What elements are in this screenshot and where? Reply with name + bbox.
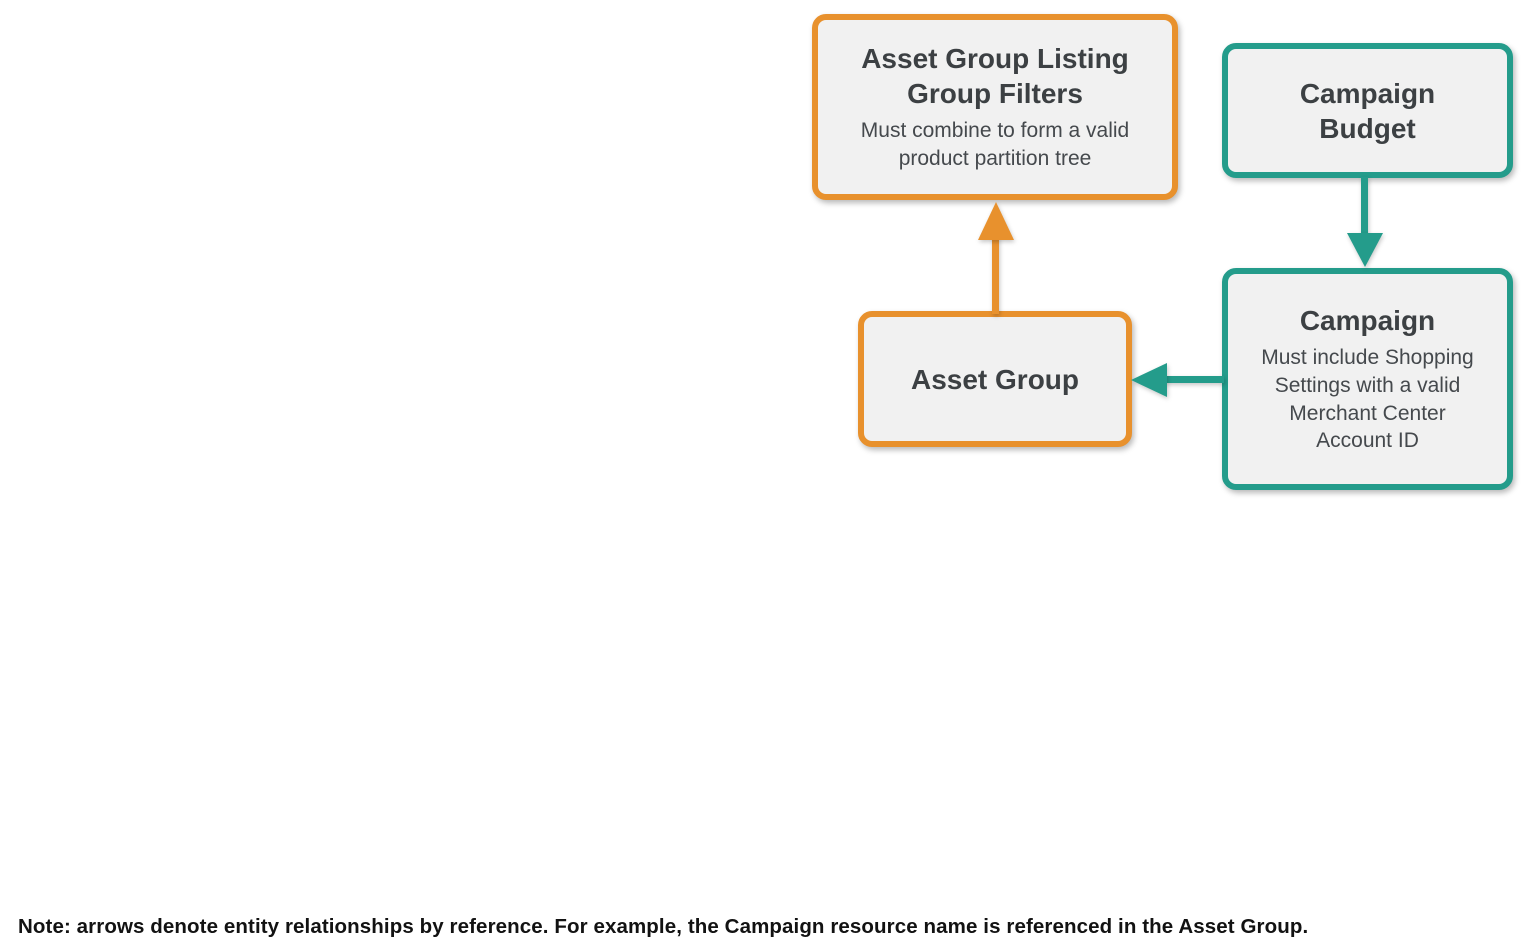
node-subtitle-asset-group-listing-group-filters: Must combine to form a valid product par…	[860, 119, 1130, 170]
node-title-asset-group: Asset Group	[910, 363, 1080, 395]
arrow-down-icon	[1347, 233, 1383, 267]
arrow-up-icon	[978, 202, 1014, 240]
node-asset-group-listing-group-filters: Asset Group Listing Group Filters Must c…	[812, 14, 1178, 200]
arrow-left-icon	[1131, 363, 1167, 397]
arrow-campaign-to-asset-group-stem	[1164, 376, 1224, 383]
node-campaign-budget: Campaign Budget	[1222, 43, 1513, 178]
node-campaign: Campaign Must include Shopping Settings …	[1222, 268, 1513, 490]
note-text: Note: arrows denote entity relationships…	[18, 915, 1309, 938]
node-title-asset-group-listing-group-filters: Asset Group Listing Group Filters	[861, 43, 1129, 110]
node-asset-group: Asset Group	[858, 311, 1132, 447]
arrow-asset-group-to-listing-filters-stem	[992, 236, 999, 314]
node-title-campaign: Campaign	[1299, 305, 1436, 337]
node-title-campaign-budget: Campaign Budget	[1299, 77, 1436, 144]
arrow-campaign-budget-to-campaign-stem	[1361, 177, 1368, 235]
node-subtitle-campaign: Must include Shopping Settings with a va…	[1261, 346, 1474, 453]
